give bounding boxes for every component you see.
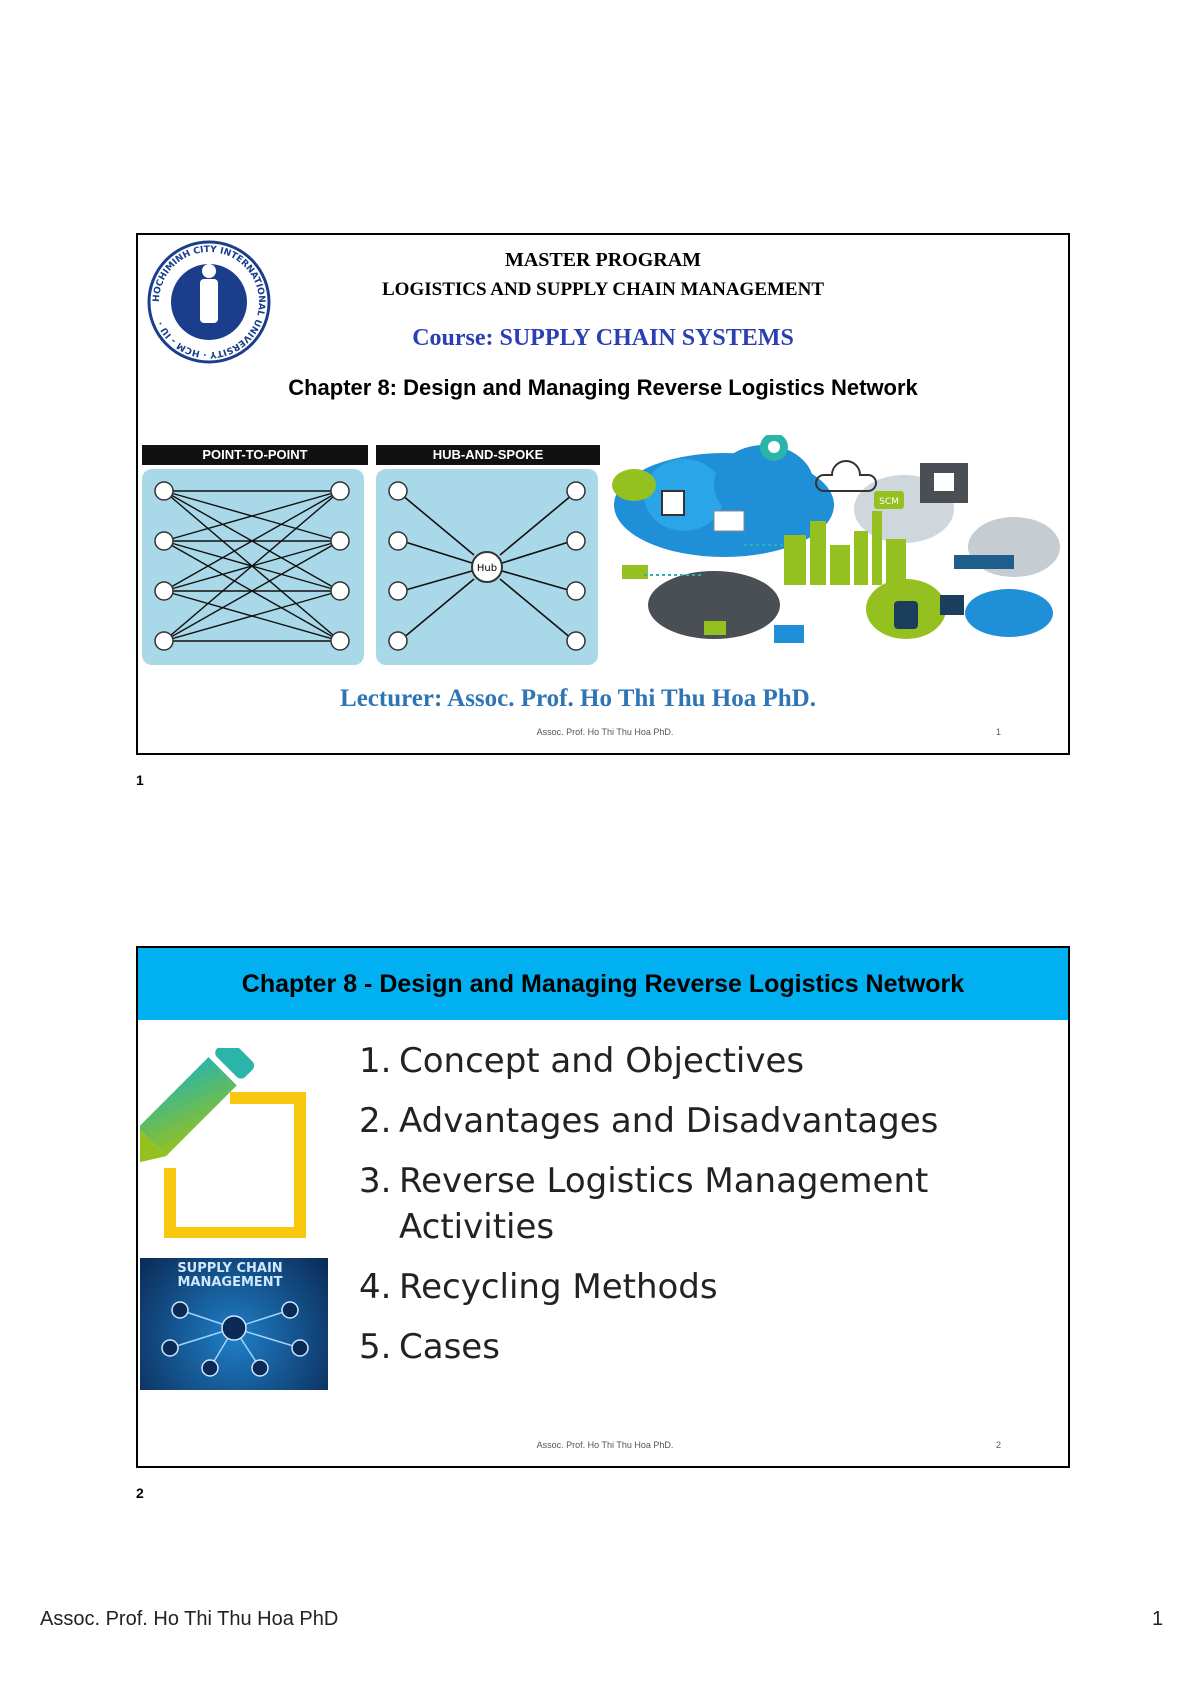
slide-2-number: 2: [136, 1485, 144, 1501]
toc-item: 5.Cases: [359, 1327, 500, 1367]
chapter-title: Chapter 8: Design and Managing Reverse L…: [288, 375, 918, 400]
edit-icon: [138, 1039, 310, 1239]
lecturer: Lecturer: Assoc. Prof. Ho Thi Thu Hoa Ph…: [340, 685, 816, 712]
toc-item: 2.Advantages and Disadvantages: [359, 1101, 939, 1141]
university-logo: HOCHIMINH CITY INTERNATIONAL UNIVERSITY …: [146, 239, 272, 365]
supply-chain-image: SUPPLY CHAIN MANAGEMENT: [140, 1258, 328, 1390]
page-number: 1: [1152, 1608, 1164, 1630]
field-title: LOGISTICS AND SUPPLY CHAIN MANAGEMENT: [382, 279, 824, 300]
table-of-contents: 1.Concept and Objectives 2.Advantages an…: [359, 1038, 939, 1384]
page-footer-author: Assoc. Prof. Ho Thi Thu Hoa PhD: [40, 1608, 339, 1630]
slide-2: Chapter 8 - Design and Managing Reverse …: [136, 946, 1070, 1468]
program-title: MASTER PROGRAM: [504, 249, 702, 271]
scm-label: SCM: [879, 497, 899, 507]
supply-chain-image-caption: SUPPLY CHAIN MANAGEMENT: [177, 1261, 283, 1290]
logistics-cloud-illustration: SCM: [604, 433, 1064, 675]
footer-author: Assoc. Prof. Ho Thi Thu Hoa PhD.: [536, 1440, 674, 1450]
slide-2-title: Chapter 8 - Design and Managing Reverse …: [241, 970, 965, 998]
point-to-point-title: POINT-TO-POINT: [142, 445, 368, 465]
slide-1: HOCHIMINH CITY INTERNATIONAL UNIVERSITY …: [136, 233, 1070, 755]
toc-item: 4.Recycling Methods: [359, 1267, 718, 1307]
footer-slide-number: 1: [996, 727, 1002, 737]
footer-author: Assoc. Prof. Ho Thi Thu Hoa PhD.: [536, 727, 674, 737]
hub-label: Hub: [477, 563, 497, 574]
toc-item: 1.Concept and Objectives: [359, 1041, 805, 1081]
slide-2-header: Chapter 8 - Design and Managing Reverse …: [138, 948, 1068, 1020]
hub-and-spoke-diagram: Hub: [376, 469, 598, 665]
footer-slide-number: 2: [996, 1440, 1002, 1450]
point-to-point-diagram: [142, 469, 364, 665]
course-title: Course: SUPPLY CHAIN SYSTEMS: [412, 325, 794, 351]
hub-and-spoke-title: HUB-AND-SPOKE: [376, 445, 600, 465]
slide-1-number: 1: [136, 772, 144, 788]
toc-item: 3.Reverse Logistics Management Activitie…: [359, 1161, 929, 1247]
